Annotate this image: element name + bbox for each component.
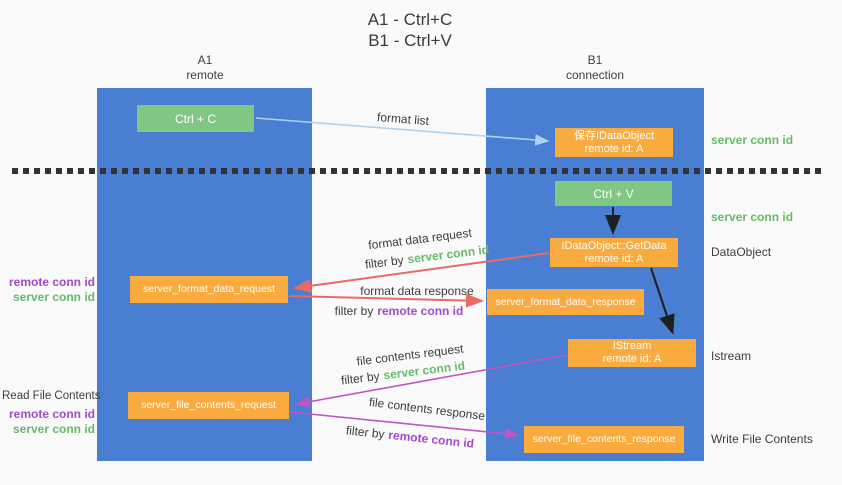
node-idataobject-getdata: IDataObject::GetData remote id: A <box>550 238 678 267</box>
node-server-file-contents-response: server_file_contents_response <box>524 426 684 453</box>
node-istream-line1: IStream <box>612 340 652 352</box>
filter-by-text: filter by <box>334 304 374 318</box>
filter-by-text: filter by <box>345 423 386 442</box>
edge-label-file-contents-response: file contents response <box>368 394 486 424</box>
right-label-istream: Istream <box>711 349 752 363</box>
edge-label-format-list: format list <box>376 109 430 129</box>
node-ctrl-v: Ctrl + V <box>555 181 672 206</box>
lane-b1-subtitle: connection <box>565 68 625 82</box>
node-server-format-data-request: server_format_data_request <box>130 276 288 303</box>
title-line-ctrl-v: B1 - Ctrl+V <box>368 31 452 50</box>
node-istream-line2: remote id: A <box>602 353 662 365</box>
right-label-dataobject: DataObject <box>711 245 772 259</box>
left-remote-conn-id-2: remote conn id <box>8 407 95 421</box>
edge-label-format-data-response: format data response <box>360 284 474 298</box>
dotted-separator-line <box>12 168 824 174</box>
right-label-server-conn-id-mid: server conn id <box>711 210 794 224</box>
lane-header-a1: A1 remote <box>145 53 265 83</box>
node-getdata-line2: remote id: A <box>584 252 644 265</box>
node-format-request-label: server_format_data_request <box>143 283 275 295</box>
left-remote-conn-id: remote conn id <box>8 275 95 289</box>
node-save-idataobject-line2: remote id: A <box>584 142 644 155</box>
right-label-write-file-contents: Write File Contents <box>711 432 813 446</box>
node-file-response-label: server_file_contents_response <box>532 433 676 445</box>
lane-header-b1: B1 connection <box>535 53 655 83</box>
right-label-server-conn-id-top: server conn id <box>711 133 794 147</box>
node-ctrl-c-label: Ctrl + C <box>174 111 216 126</box>
left-label-group-format: remote conn id server conn id <box>2 275 95 305</box>
left-label-group-file: remote conn id server conn id <box>2 407 95 437</box>
node-save-idataobject-line1: 保存IDataObject <box>573 129 655 142</box>
remote-conn-id-text: remote conn id <box>377 304 464 318</box>
title-line-ctrl-c: A1 - Ctrl+C <box>367 10 453 29</box>
filter-by-text: filter by <box>364 252 405 272</box>
lane-b1-name: B1 <box>587 53 603 67</box>
node-getdata-line1: IDataObject::GetData <box>561 239 667 252</box>
remote-conn-id-text: remote conn id <box>387 427 475 451</box>
node-server-file-contents-request: server_file_contents_request <box>128 392 289 419</box>
node-istream: IStream remote id: A <box>568 339 696 367</box>
left-server-conn-id: server conn id <box>12 290 95 304</box>
lane-a1-name: A1 <box>197 53 213 67</box>
node-ctrl-c: Ctrl + C <box>137 105 254 132</box>
diagram-title: A1 - Ctrl+C B1 - Ctrl+V <box>310 9 510 51</box>
left-label-read-file-contents: Read File Contents <box>2 390 101 402</box>
node-ctrl-v-label: Ctrl + V <box>593 186 634 201</box>
left-server-conn-id-2: server conn id <box>12 422 95 436</box>
node-file-request-label: server_file_contents_request <box>141 399 276 411</box>
filter-by-text: filter by <box>340 368 381 388</box>
node-format-response-label: server_format_data_response <box>495 295 636 308</box>
node-save-idataobject: 保存IDataObject remote id: A <box>555 128 673 157</box>
lane-a1-subtitle: remote <box>186 68 224 82</box>
node-server-format-data-response: server_format_data_response <box>487 289 644 315</box>
